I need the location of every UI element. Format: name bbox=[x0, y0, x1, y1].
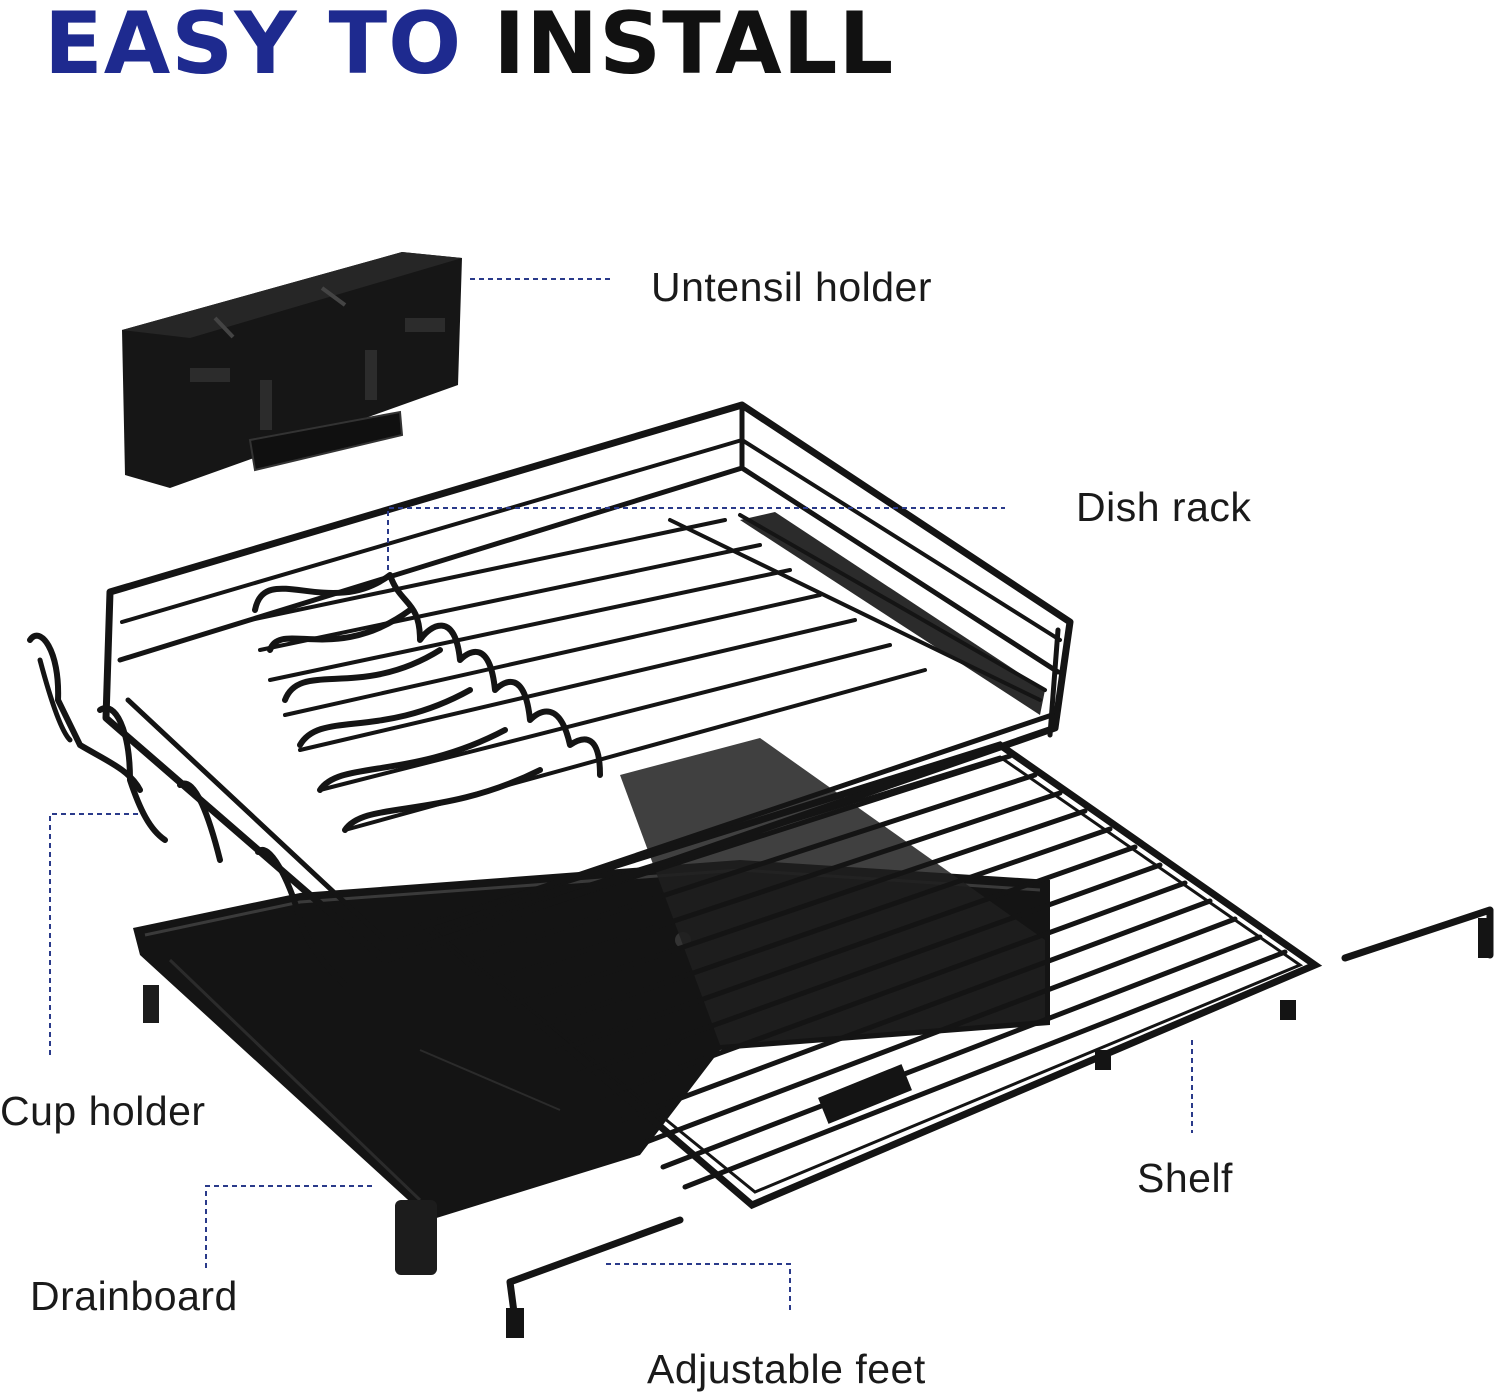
leader-line-dish-rack bbox=[387, 507, 1005, 570]
leader-line-cup-holder bbox=[49, 813, 138, 1058]
adjustable-feet-illustration bbox=[506, 906, 1494, 1338]
label-adjustable-feet: Adjustable feet bbox=[647, 1346, 926, 1392]
headline-main: INSTALL bbox=[493, 0, 895, 94]
label-dish-rack: Dish rack bbox=[1076, 484, 1252, 530]
headline: EASY TO INSTALL bbox=[44, 0, 894, 94]
label-utensil-holder: Untensil holder bbox=[651, 264, 932, 310]
label-drainboard: Drainboard bbox=[30, 1273, 238, 1319]
label-cup-holder: Cup holder bbox=[0, 1088, 206, 1134]
label-shelf: Shelf bbox=[1137, 1155, 1233, 1201]
dish-rack-illustration bbox=[27, 401, 1074, 988]
utensil-holder-illustration bbox=[122, 252, 462, 488]
leader-lines bbox=[49, 278, 1193, 1310]
leader-line-drainboard bbox=[205, 1185, 372, 1268]
leader-line-adjustable-feet bbox=[606, 1263, 791, 1310]
shelf-illustration bbox=[417, 741, 1323, 1210]
headline-accent: EASY TO bbox=[44, 0, 463, 94]
